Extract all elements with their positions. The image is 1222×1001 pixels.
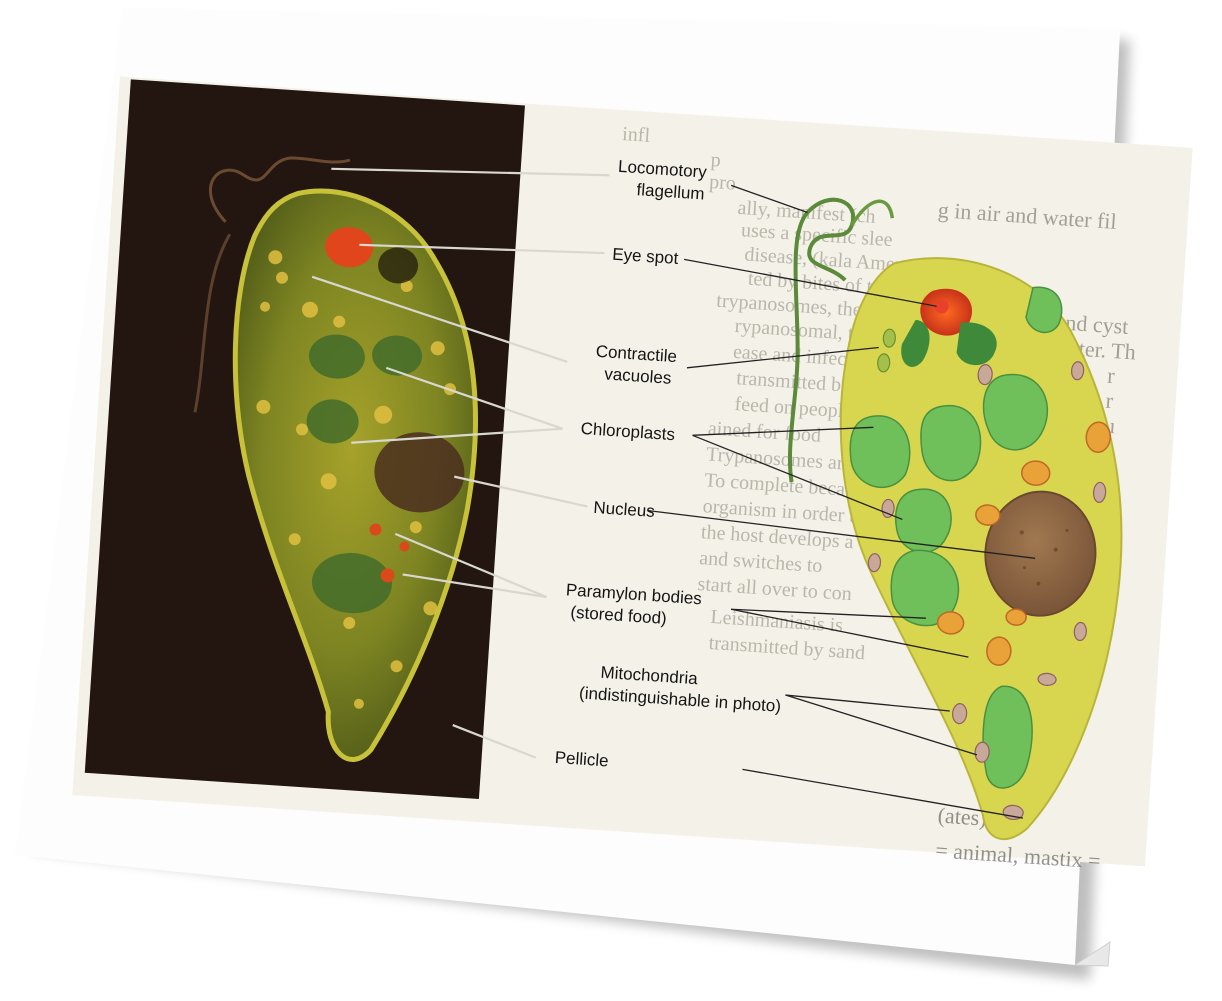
background-text-line: p [710,149,721,172]
label-pellicle: Pellicle [554,748,609,771]
background-text-line: pro [709,171,737,195]
background-text-line: infl [622,123,652,147]
label-nucleus: Nucleus [593,498,656,521]
micrograph-photo [85,79,525,799]
